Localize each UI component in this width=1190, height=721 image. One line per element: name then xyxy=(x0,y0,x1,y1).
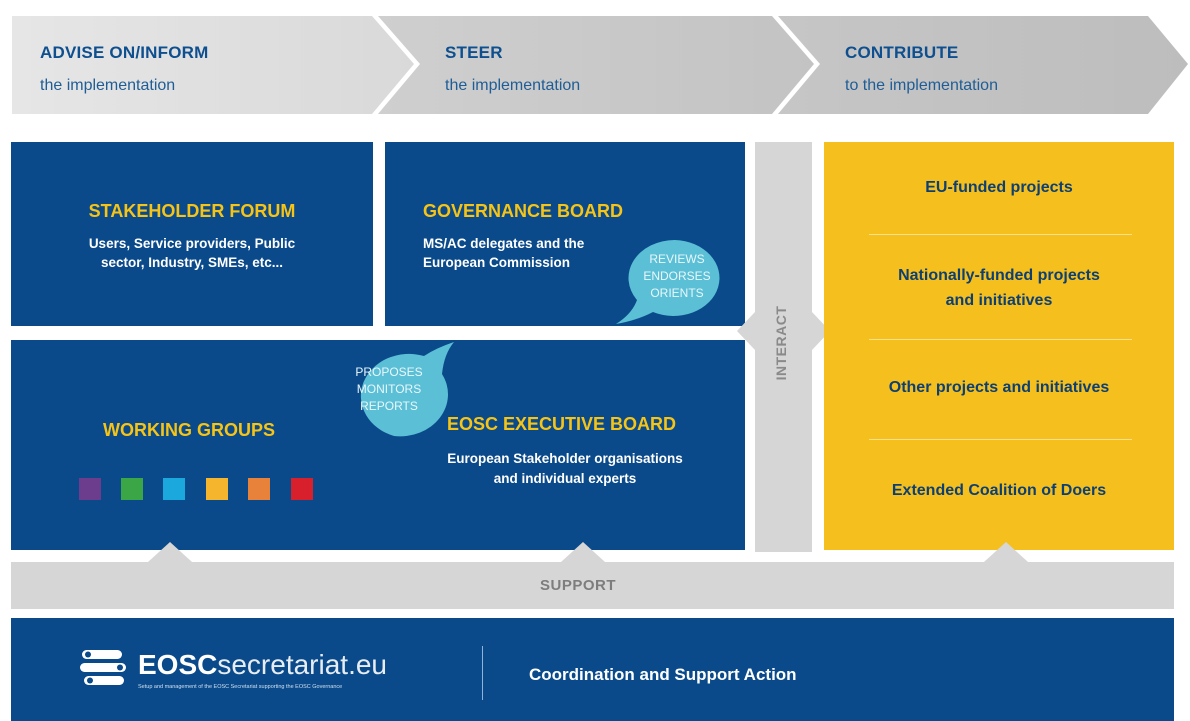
eosc-logo-text: EOSCsecretariat.eu xyxy=(138,650,387,685)
contribute-separator xyxy=(869,339,1132,340)
executive-bubble-line2: MONITORS xyxy=(356,382,422,396)
footer-bar xyxy=(11,618,1174,721)
interact-label: INTERACT xyxy=(773,305,789,381)
working-group-swatch-2 xyxy=(121,478,143,500)
working-groups-title: WORKING GROUPS xyxy=(103,420,276,440)
contribute-item-national-line2: and initiatives xyxy=(945,292,1053,309)
support-label: SUPPORT xyxy=(539,577,616,594)
eosc-logo-light: secretariat.eu xyxy=(217,649,387,680)
stakeholder-forum-box: STAKEHOLDER FORUM Users, Service provide… xyxy=(11,142,373,326)
governance-board-desc-line1: MS/AC delegates and the xyxy=(423,236,585,251)
contribute-item-coalition: Extended Coalition of Doers xyxy=(891,482,1107,499)
working-group-swatch-3 xyxy=(163,478,185,500)
governance-board-desc-line2: European Commission xyxy=(423,255,571,270)
working-group-swatch-4 xyxy=(206,478,228,500)
phase-subtitle-contribute: to the implementation xyxy=(845,77,998,94)
phase-title-contribute: CONTRIBUTE xyxy=(845,43,959,62)
working-group-swatch-1 xyxy=(79,478,101,500)
contribute-separator xyxy=(869,439,1132,440)
executive-board-desc-line1: European Stakeholder organisations xyxy=(447,451,683,466)
stakeholder-forum-desc-line1: Users, Service providers, Public xyxy=(88,236,296,251)
governance-speech-bubble xyxy=(616,239,720,324)
governance-board-title: GOVERNANCE BOARD xyxy=(423,201,624,221)
contribute-item-national-line1: Nationally-funded projects xyxy=(898,267,1100,284)
executive-bubble-line3: REPORTS xyxy=(360,399,418,413)
phase-subtitle-advise: the implementation xyxy=(40,77,176,94)
governance-bubble-line3: ORIENTS xyxy=(650,286,704,300)
governance-bubble-line1: REVIEWS xyxy=(649,252,705,266)
support-bar xyxy=(11,542,1174,609)
phase-chevron-steer xyxy=(378,16,814,114)
phase-subtitle-steer: the implementation xyxy=(445,77,581,94)
contribute-item-eu-funded: EU-funded projects xyxy=(925,179,1073,196)
eosc-logo-icon xyxy=(80,650,126,685)
phase-title-advise: ADVISE ON/INFORM xyxy=(40,43,209,62)
phase-chevron-advise xyxy=(12,16,414,114)
governance-bubble-line2: ENDORSES xyxy=(643,269,711,283)
phase-title-steer: STEER xyxy=(445,43,503,62)
stakeholder-forum-title: STAKEHOLDER FORUM xyxy=(88,201,296,221)
executive-bubble-line1: PROPOSES xyxy=(355,365,423,379)
executive-board-title: EOSC EXECUTIVE BOARD xyxy=(447,414,677,434)
stakeholder-forum-desc-line2: sector, Industry, SMEs, etc... xyxy=(100,255,284,270)
executive-speech-bubble xyxy=(360,342,454,437)
contribute-panel: EU-funded projects Nationally-funded pro… xyxy=(824,142,1174,550)
eosc-logo-bold: EOSC xyxy=(138,649,218,680)
interact-connector xyxy=(737,142,830,552)
contribute-item-other: Other projects and initiatives xyxy=(888,379,1110,396)
footer-action-label: Coordination and Support Action xyxy=(529,665,797,684)
executive-board-desc-line2: and individual experts xyxy=(493,471,637,486)
working-group-swatch-5 xyxy=(248,478,270,500)
working-group-swatch-6 xyxy=(291,478,313,500)
phase-chevrons xyxy=(12,16,1188,114)
contribute-separator xyxy=(869,234,1132,235)
footer-divider xyxy=(482,646,483,700)
phase-chevron-contribute xyxy=(778,16,1188,114)
eosc-logo-tagline: Setup and management of the EOSC Secreta… xyxy=(138,684,343,690)
